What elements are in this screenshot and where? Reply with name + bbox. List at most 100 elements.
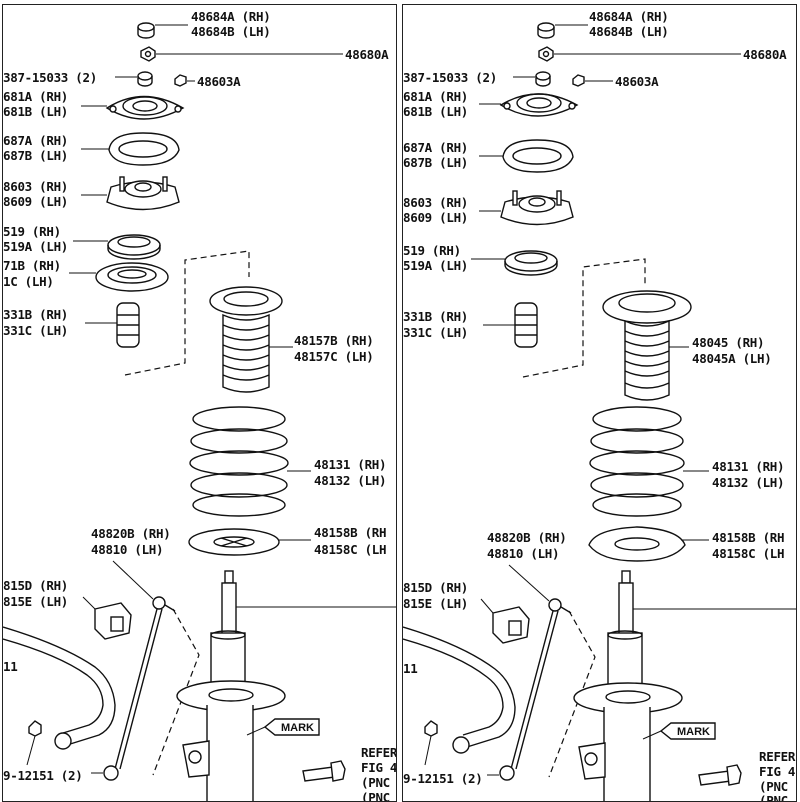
- label-12151: 9-12151 (2): [403, 771, 482, 786]
- label-815e: 815E (LH): [403, 596, 468, 611]
- nut-part: [140, 46, 156, 62]
- label-refer-2: FIG 4: [361, 760, 396, 775]
- label-refer-1: REFER: [759, 749, 796, 764]
- label-681a: 681A (RH): [3, 89, 68, 104]
- label-687b: 687B (LH): [3, 148, 68, 163]
- label-331b: 331B (RH): [3, 307, 68, 322]
- label-681b: 681B (LH): [3, 104, 68, 119]
- label-48603a: 48603A: [197, 74, 241, 89]
- label-seat-lh: 48158C (LH: [712, 546, 784, 561]
- dust-boot-part: [209, 286, 283, 393]
- label-spring-lh: 48132 (LH): [314, 473, 386, 488]
- gasket-part: [108, 132, 180, 166]
- label-spring-rh: 48131 (RH): [314, 457, 386, 472]
- label-815d: 815D (RH): [3, 578, 68, 593]
- bushing-part: [492, 606, 530, 644]
- label-spring-rh: 48131 (RH): [712, 459, 784, 474]
- label-687a: 687A (RH): [3, 133, 68, 148]
- upper-support-part: [105, 95, 185, 120]
- coil-spring-part: [189, 406, 289, 517]
- label-519a: 519A (LH): [3, 239, 68, 254]
- bump-stopper-part: [116, 302, 140, 348]
- bolt-part: [698, 764, 742, 786]
- label-48684b: 48684B (LH): [191, 24, 270, 39]
- label-519a: 519A (LH): [403, 258, 468, 273]
- dust-cap-part: [537, 22, 555, 39]
- label-boot-lh: 48157C (LH): [294, 349, 373, 364]
- label-refer-1: REFER: [361, 745, 396, 760]
- label-11: 11: [3, 659, 17, 674]
- spring-insulator-part: [588, 526, 686, 562]
- label-refer-3: (PNC: [361, 775, 390, 790]
- strut-mount-part: [500, 190, 574, 226]
- label-681b: 681B (LH): [403, 104, 468, 119]
- dust-boot-part: [602, 290, 692, 401]
- parts-diagram-left: 48684A (RH) 48684B (LH) 48680A 387-15033…: [3, 9, 396, 801]
- label-link-lh: 48810 (LH): [487, 546, 559, 561]
- label-15033: 387-15033 (2): [403, 70, 497, 85]
- label-8609: 8609 (LH): [3, 194, 68, 209]
- label-link-rh: 48820B (RH): [91, 526, 170, 541]
- label-seat-rh: 48158B (RH: [314, 525, 386, 540]
- nut-48603a-part: [572, 74, 585, 87]
- label-1c: 1C (LH): [3, 274, 54, 289]
- label-boot-rh: 48045 (RH): [692, 335, 764, 350]
- shock-absorber-part: [176, 570, 286, 801]
- upper-spring-seat-part: [95, 262, 169, 292]
- mark-callout: MARK: [642, 722, 716, 740]
- label-681a: 681A (RH): [403, 89, 468, 104]
- label-815d: 815D (RH): [403, 580, 468, 595]
- lower-nut-part: [28, 720, 42, 737]
- stabilizer-link-part: [499, 598, 572, 781]
- spring-insulator-part: [188, 528, 280, 556]
- label-48603a: 48603A: [615, 74, 659, 89]
- mark-callout: MARK: [246, 718, 320, 736]
- label-refer-3: (PNC: [759, 779, 788, 794]
- bump-stopper-part: [514, 302, 538, 348]
- label-687b: 687B (LH): [403, 155, 468, 170]
- diagram-panel-left: 48684A (RH) 48684B (LH) 48680A 387-15033…: [2, 4, 397, 802]
- coil-spring-part: [589, 406, 685, 517]
- label-815e: 815E (LH): [3, 594, 68, 609]
- label-331b: 331B (RH): [403, 309, 468, 324]
- label-8609: 8609 (LH): [403, 210, 468, 225]
- label-spring-lh: 48132 (LH): [712, 475, 784, 490]
- bearing-part: [107, 234, 161, 260]
- label-71b: 71B (RH): [3, 258, 61, 273]
- label-519: 519 (RH): [3, 224, 61, 239]
- label-seat-rh: 48158B (RH: [712, 530, 784, 545]
- gasket-part: [502, 139, 574, 173]
- label-boot-rh: 48157B (RH): [294, 333, 373, 348]
- svg-text:MARK: MARK: [677, 726, 710, 738]
- label-48684a: 48684A (RH): [589, 9, 668, 24]
- strut-mount-part: [106, 176, 180, 211]
- label-seat-lh: 48158C (LH: [314, 542, 386, 557]
- label-15033: 387-15033 (2): [3, 70, 97, 85]
- stabilizer-bar-part: [403, 626, 516, 754]
- label-331c: 331C (LH): [403, 325, 468, 340]
- dust-cap-part: [137, 22, 155, 39]
- label-refer-4: (PNC: [361, 790, 390, 801]
- label-519: 519 (RH): [403, 243, 461, 258]
- svg-text:MARK: MARK: [281, 722, 314, 734]
- label-8603: 8603 (RH): [403, 195, 468, 210]
- nut-part: [538, 46, 554, 62]
- label-687a: 687A (RH): [403, 140, 468, 155]
- label-48684b: 48684B (LH): [589, 24, 668, 39]
- label-refer-4: (PNC: [759, 793, 788, 801]
- nut-48603a-part: [174, 74, 187, 87]
- stabilizer-bar-part: [3, 626, 116, 750]
- label-refer-2: FIG 4: [759, 764, 795, 779]
- label-12151: 9-12151 (2): [3, 768, 82, 783]
- bushing-part: [94, 602, 132, 640]
- diagram-panel-right: 48684A (RH) 48684B (LH) 48680A 387-15033…: [402, 4, 797, 802]
- shock-absorber-part: [573, 570, 683, 801]
- label-boot-lh: 48045A (LH): [692, 351, 771, 366]
- label-48680: 48680A: [743, 47, 787, 62]
- label-link-lh: 48810 (LH): [91, 542, 163, 557]
- bolt-part: [302, 760, 346, 782]
- label-8603: 8603 (RH): [3, 179, 68, 194]
- bearing-part: [504, 250, 558, 276]
- small-nut-part: [535, 71, 551, 87]
- label-331c: 331C (LH): [3, 323, 68, 338]
